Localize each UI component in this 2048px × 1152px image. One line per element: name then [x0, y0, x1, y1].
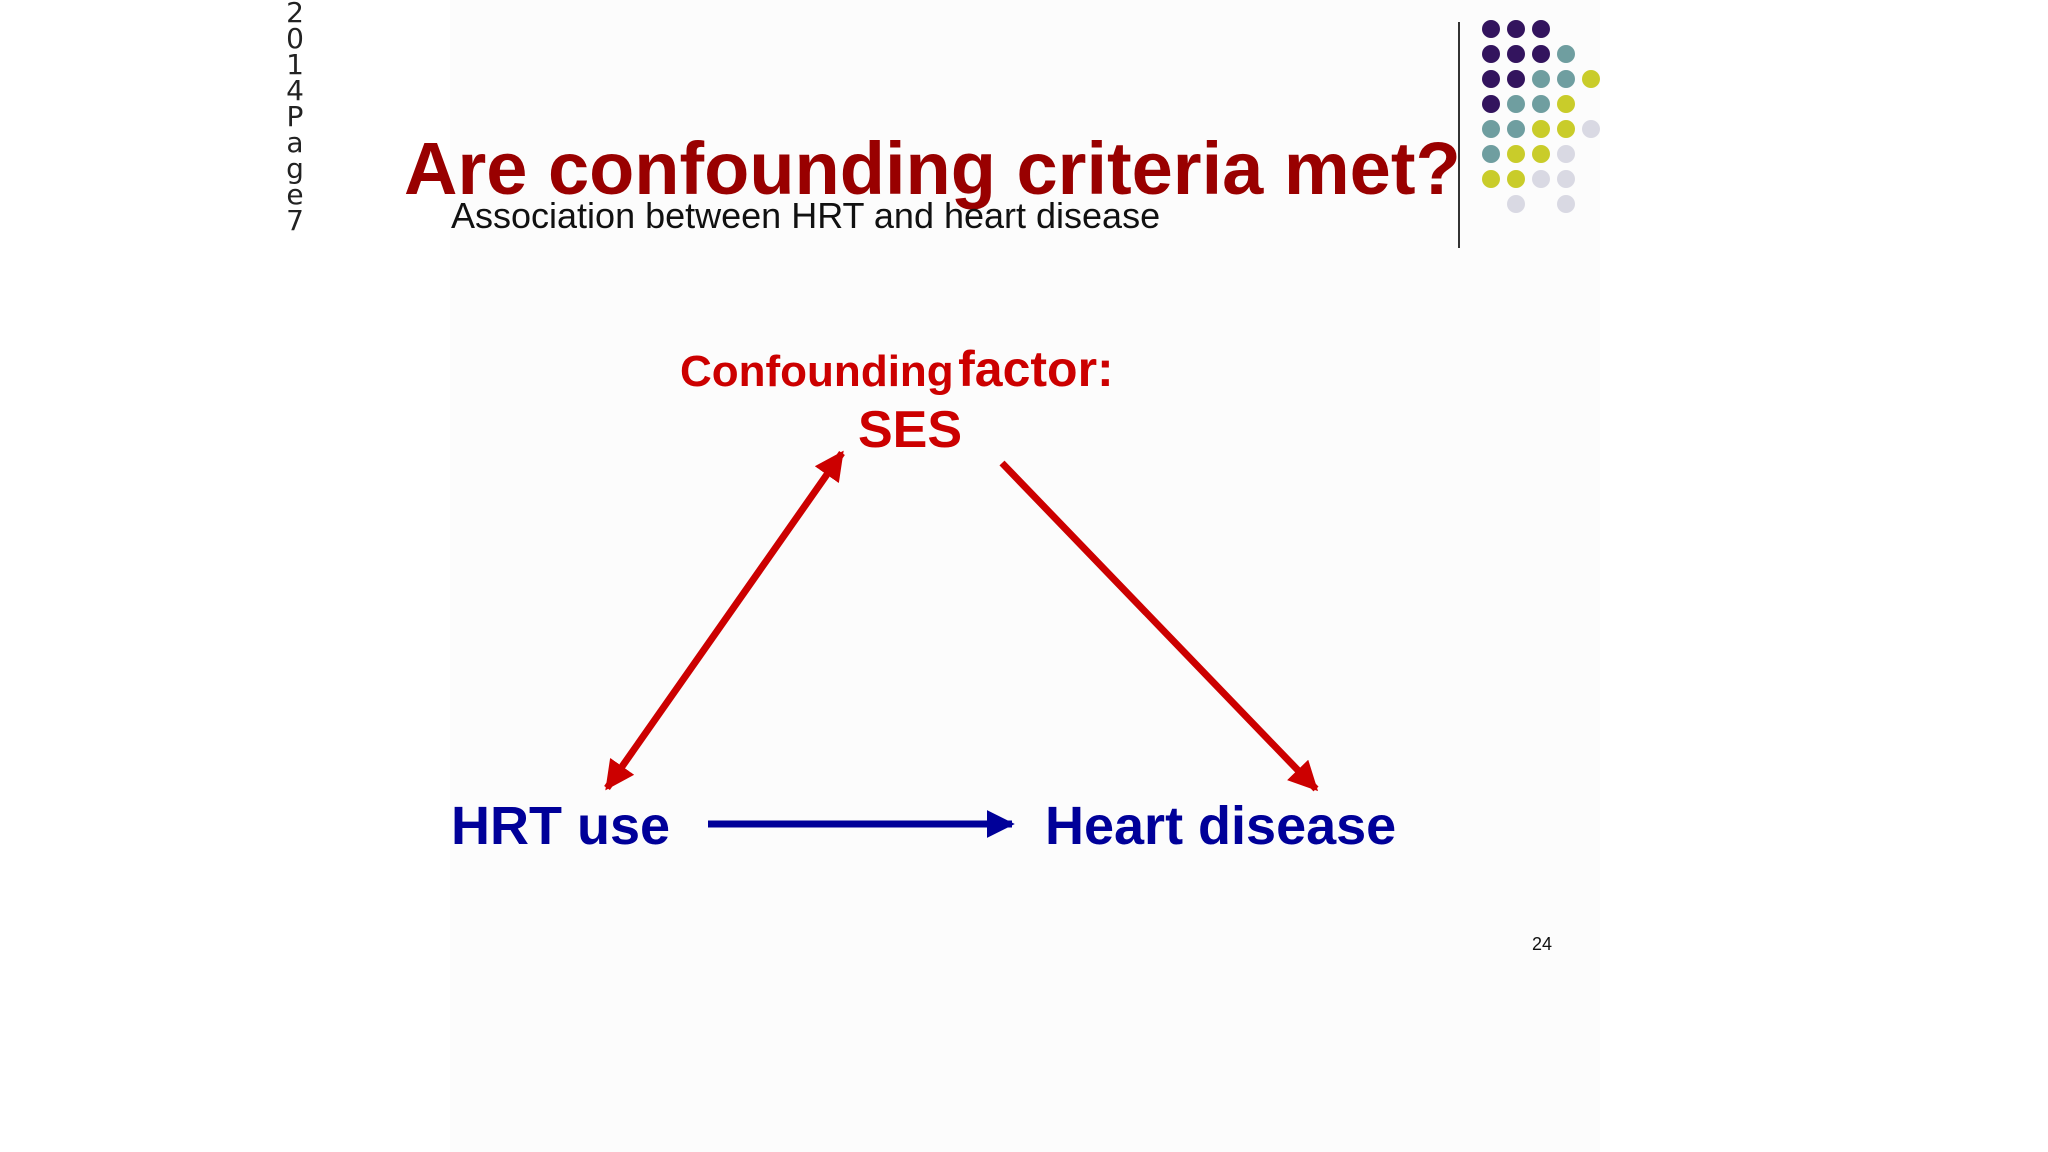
arrow-confounder-exposure — [604, 450, 845, 791]
confounder-label-suffix: factor: — [958, 341, 1114, 397]
decorative-dot — [1482, 20, 1500, 38]
decorative-dot — [1532, 170, 1550, 188]
decorative-dot — [1532, 95, 1550, 113]
decorative-dot — [1532, 20, 1550, 38]
decorative-dot — [1557, 120, 1575, 138]
header-divider — [1458, 22, 1460, 248]
confounder-label: Confounding factor: — [680, 340, 1114, 398]
decorative-dot — [1507, 170, 1525, 188]
slide-subtitle: Association between HRT and heart diseas… — [451, 195, 1161, 236]
confounder-label-prefix: Confounding — [680, 347, 954, 396]
exposure-node: HRT use — [451, 796, 671, 856]
confounder-name: SES — [858, 401, 963, 459]
decorative-dot — [1557, 95, 1575, 113]
decorative-dot — [1507, 70, 1525, 88]
decorative-dot — [1507, 45, 1525, 63]
decorative-dot — [1482, 70, 1500, 88]
decorative-dot — [1532, 145, 1550, 163]
decorative-dot — [1532, 45, 1550, 63]
page-number: 24 — [1532, 934, 1553, 954]
decorative-dot — [1507, 20, 1525, 38]
decorative-dot — [1507, 195, 1525, 213]
decorative-dot — [1482, 45, 1500, 63]
decorative-dot — [1557, 145, 1575, 163]
outcome-node: Heart disease — [1045, 796, 1397, 856]
decorative-dot — [1507, 95, 1525, 113]
decorative-dot — [1482, 95, 1500, 113]
decorative-dot — [1532, 70, 1550, 88]
slide-title: Are confounding criteria met? — [404, 127, 1461, 210]
decorative-dot — [1507, 145, 1525, 163]
decorative-dot — [1482, 120, 1500, 138]
decorative-dot — [1507, 120, 1525, 138]
decorative-dot — [1582, 70, 1600, 88]
decorative-dot — [1482, 170, 1500, 188]
decorative-dot — [1557, 45, 1575, 63]
decorative-dot — [1532, 120, 1550, 138]
decorative-dot — [1582, 120, 1600, 138]
side-page-stamp: 2014 Page 7 — [286, 0, 304, 237]
decorative-dot — [1557, 70, 1575, 88]
arrow-confounder-outcome — [999, 460, 1319, 792]
decorative-dot — [1557, 195, 1575, 213]
decorative-dot-grid — [1482, 20, 1622, 220]
decorative-dot — [1482, 145, 1500, 163]
decorative-dot — [1557, 170, 1575, 188]
